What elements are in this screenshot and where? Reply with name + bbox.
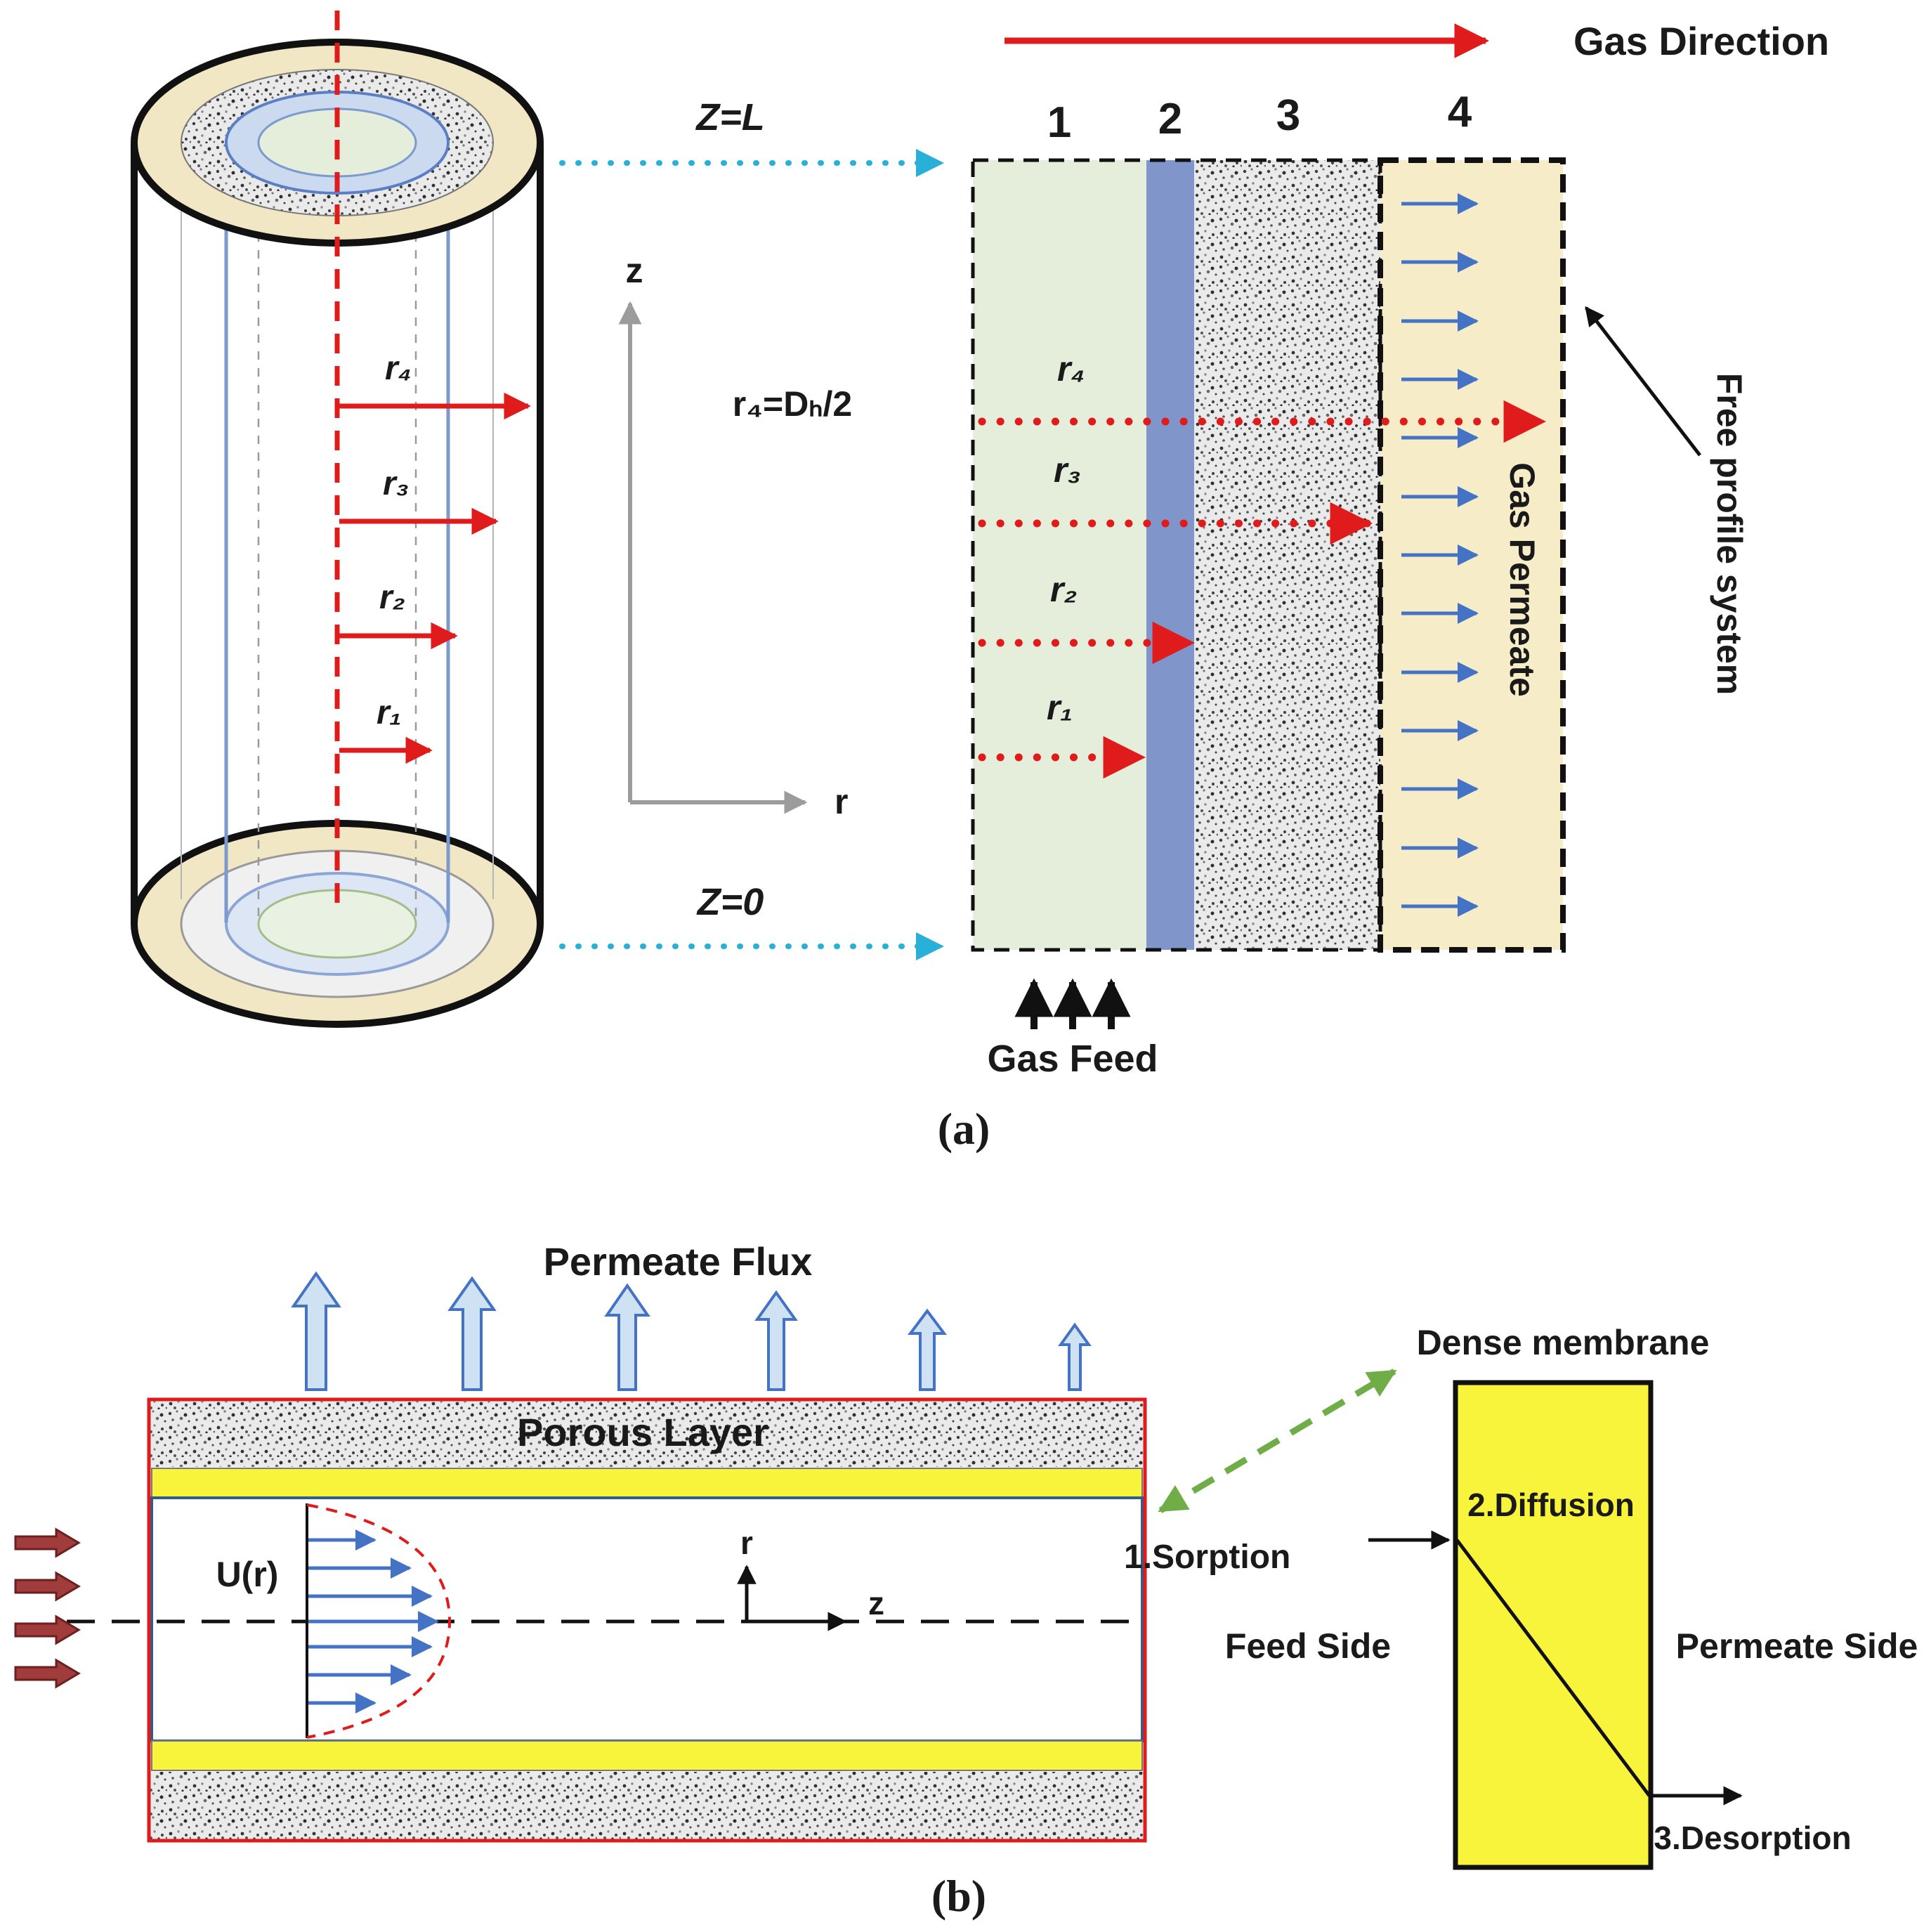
- diffusion-label: 2.Diffusion: [1467, 1487, 1635, 1523]
- flux-arrow-up: [754, 1290, 798, 1391]
- section-r2-label: r₂: [1050, 570, 1078, 609]
- velocity-profile-label: U(r): [216, 1555, 279, 1594]
- gas-feed: Gas Feed: [987, 978, 1158, 1080]
- cylinder-r4-label: r₄: [385, 350, 412, 387]
- section-r4-label: r₄: [1057, 349, 1085, 389]
- permeate-flux: Permeate Flux: [291, 1239, 1092, 1391]
- z-axis-label: z: [626, 251, 643, 290]
- feed-arrow: [14, 1614, 81, 1645]
- cylinder-r2-label: r₂: [379, 579, 405, 616]
- permeate-flux-label: Permeate Flux: [544, 1239, 813, 1284]
- concentration-gradient-line: [1455, 1539, 1651, 1797]
- porous-layer-bottom: [149, 1772, 1145, 1841]
- cylinder-r1-label: r₁: [377, 694, 402, 731]
- cylinder-radius-arrows: [339, 392, 531, 764]
- flux-arrow-up: [1058, 1322, 1092, 1391]
- flux-arrow-up: [447, 1276, 497, 1391]
- free-profile-callout: Free profile system: [1585, 306, 1749, 696]
- fiber-assembly: Porous Layer U(r) r z 1.Sorption: [14, 1397, 1290, 1843]
- feed-arrow: [14, 1571, 81, 1602]
- dense-membrane-callout-arrow: [1158, 1369, 1397, 1513]
- sorption-label: 1.Sorption: [1124, 1539, 1290, 1576]
- gas-direction-label: Gas Direction: [1573, 19, 1829, 63]
- section-r1-label: r₁: [1047, 688, 1073, 727]
- feed-arrow: [14, 1658, 81, 1689]
- feed-inlet-arrows: [14, 1527, 81, 1689]
- profile-parabola: [306, 1503, 452, 1739]
- r-axis-label: r: [835, 782, 848, 821]
- flux-arrow-up: [908, 1308, 947, 1391]
- r4-equation-label: r₄=Dₕ/2: [733, 384, 853, 424]
- free-profile-arrow: [1585, 306, 1701, 457]
- layer4-number: 4: [1448, 88, 1472, 136]
- layer1-number: 1: [1047, 98, 1071, 147]
- gas-direction-arrow: Gas Direction: [1004, 19, 1829, 63]
- permeate-side-label: Permeate Side: [1676, 1626, 1918, 1666]
- membrane-cross-section: 1 2 3 4 r₄ r₃ r₂ r₁ Gas Permeate: [971, 88, 1566, 953]
- dense-membrane-block: [1453, 1380, 1654, 1870]
- layer3-porous-support: [1194, 160, 1380, 950]
- layer1-feed-channel: [973, 160, 1146, 950]
- permeate-arrows: [1401, 193, 1479, 917]
- velocity-profile: U(r): [216, 1503, 452, 1739]
- feed-arrow: [14, 1527, 81, 1558]
- dense-membrane-detail: Dense membrane 2.Diffusion 3.Desorption …: [1158, 1323, 1918, 1870]
- panel-b-label: (b): [931, 1871, 986, 1921]
- panel-b-axes: r z: [737, 1525, 884, 1631]
- desorption-label: 3.Desorption: [1654, 1820, 1851, 1856]
- section-r3-label: r₃: [1054, 450, 1081, 490]
- section-radius-arrows: [978, 400, 1547, 779]
- flux-arrow-up: [291, 1271, 341, 1391]
- panel-a-axes: z r r₄=Dₕ/2: [618, 251, 853, 821]
- feed-side-label: Feed Side: [1225, 1626, 1391, 1666]
- layer2-number: 2: [1158, 95, 1182, 143]
- cylinder-r3-label: r₃: [383, 465, 409, 502]
- dense-layer-bottom: [151, 1740, 1143, 1771]
- layers-1-3-dashed-border: [971, 158, 1382, 952]
- profile-velocity-arrows: [308, 1529, 439, 1714]
- dense-layer-top: [151, 1468, 1143, 1499]
- z-equals-l-label: Z=L: [695, 96, 765, 138]
- z-equals-0-label: Z=0: [696, 881, 764, 923]
- permeate-flux-arrows: [291, 1271, 1092, 1391]
- panel-a-label: (a): [938, 1104, 990, 1154]
- layer4-dashed-border: [1377, 157, 1566, 953]
- assembly-red-border: [147, 1397, 1147, 1843]
- gas-feed-label: Gas Feed: [987, 1038, 1158, 1080]
- layer2-dense-membrane: [1146, 160, 1194, 950]
- channel-z-axis-label: z: [868, 1585, 884, 1621]
- flow-channel: [150, 1496, 1144, 1742]
- porous-layer-top: [149, 1399, 1145, 1467]
- free-profile-label: Free profile system: [1710, 373, 1749, 696]
- channel-r-axis-label: r: [740, 1525, 753, 1561]
- dense-membrane-label: Dense membrane: [1417, 1323, 1710, 1362]
- z-reference-lines: Z=L Z=0: [559, 96, 944, 960]
- porous-layer-label: Porous Layer: [517, 1410, 768, 1454]
- flux-arrow-up: [604, 1283, 650, 1391]
- cylinder-3d: r₄ r₃ r₂ r₁: [131, 11, 544, 1028]
- layer3-number: 3: [1276, 91, 1300, 140]
- gas-permeate-label: Gas Permeate: [1503, 462, 1542, 697]
